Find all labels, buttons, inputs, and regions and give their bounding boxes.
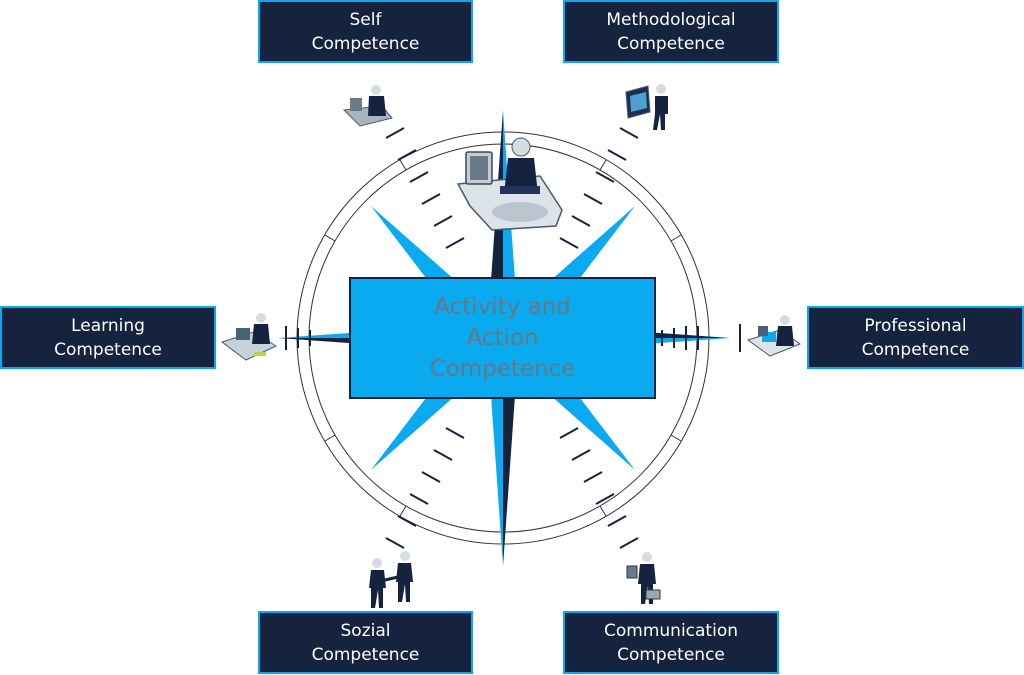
sozial-competence-line1: Sozial — [340, 620, 391, 641]
self-competence-line2: Competence — [311, 33, 420, 54]
self-person-at-desk-icon — [342, 85, 393, 127]
connector-ticks — [285, 127, 741, 549]
methodological-competence-box: Methodological Competence — [563, 0, 779, 63]
communication-person-icon — [626, 552, 661, 604]
center-label-line1: Activity and — [434, 293, 571, 320]
person-at-desk-icon — [456, 137, 563, 231]
sozial-competence-box: Sozial Competence — [258, 611, 473, 674]
methodological-competence-line2: Competence — [617, 33, 725, 54]
self-competence-line1: Self — [349, 9, 382, 30]
learning-competence-box: Learning Competence — [0, 306, 216, 369]
center-label-line3: Competence — [429, 355, 576, 382]
communication-competence-line1: Communication — [604, 620, 738, 641]
sozial-handshake-icon — [369, 551, 413, 608]
center-label-line2: Action — [466, 324, 539, 351]
professional-competence-line1: Professional — [864, 315, 967, 336]
communication-competence-box: Communication Competence — [563, 611, 779, 674]
self-competence-box: Self Competence — [258, 0, 473, 63]
learning-competence-line1: Learning — [71, 315, 145, 336]
learning-competence-line2: Competence — [54, 339, 162, 360]
sozial-competence-line2: Competence — [311, 644, 420, 665]
methodological-presenter-icon — [625, 84, 668, 130]
methodological-competence-line1: Methodological — [606, 9, 736, 30]
professional-person-at-desk-icon — [746, 315, 802, 357]
communication-competence-line2: Competence — [617, 644, 725, 665]
learning-person-at-desk-icon — [220, 313, 278, 361]
professional-competence-line2: Competence — [861, 339, 970, 360]
professional-competence-box: Professional Competence — [807, 306, 1024, 369]
center-competence-box: Activity and Action Competence — [349, 277, 656, 399]
